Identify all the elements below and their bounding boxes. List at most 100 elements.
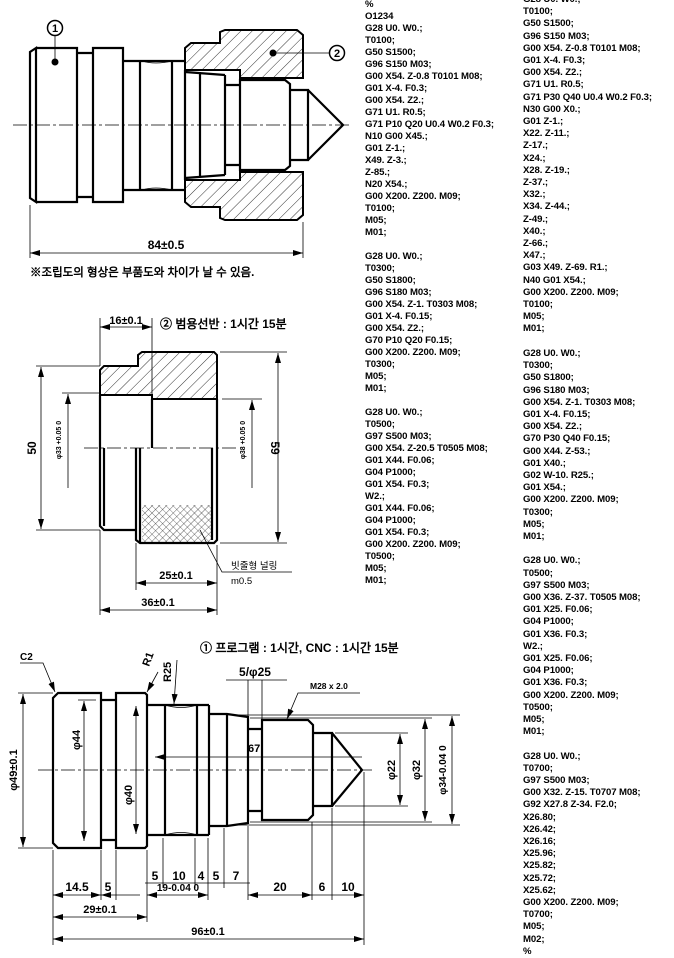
- program-line: G96 S180 M03;: [523, 384, 590, 396]
- program-line: G00 X54. Z2.;: [523, 421, 582, 433]
- program-line: X28. Z-19.;: [523, 164, 570, 176]
- program-line: G00 X200. Z200. M09;: [365, 347, 461, 358]
- program-line: G01 X54. F0.3;: [365, 479, 430, 490]
- program-line: X22. Z-11.;: [523, 128, 570, 140]
- program-line: M05;: [365, 215, 387, 226]
- program-line: G04 P1000;: [365, 515, 416, 526]
- knurl-label: 빗줄형 널링: [231, 560, 277, 572]
- program-line: G01 X44. F0.06;: [365, 455, 435, 466]
- program-line: M01;: [523, 726, 545, 738]
- program-line: T0500;: [365, 419, 395, 430]
- program-line: Z-66.;: [523, 238, 548, 250]
- dim-s5b: 5: [213, 869, 220, 883]
- program-line: O1234: [365, 11, 394, 22]
- program-line: Z-85.;: [365, 167, 390, 178]
- program-line: N10 G00 X45.;: [365, 131, 428, 142]
- program-line: G01 Z-1.;: [523, 116, 564, 128]
- program-line: T0300;: [365, 263, 395, 274]
- program-line: G02 W-10. R25.;: [523, 469, 594, 481]
- program-line: X34. Z-44.;: [523, 201, 570, 213]
- program-line: X49. Z-3.;: [365, 155, 407, 166]
- program-line: G01 X25. F0.06;: [523, 652, 593, 664]
- program-line: G97 S500 M03;: [523, 579, 590, 591]
- part2-dim-25: 25±0.1: [159, 570, 193, 582]
- program-line: G28 U0. W0.;: [523, 0, 652, 6]
- dim-l6: 6: [319, 880, 326, 894]
- program-line: G00 X200. Z200. M09;: [523, 689, 619, 701]
- program-line: G00 X54. Z-1. T0303 M08;: [523, 396, 636, 408]
- program-line: G00 X54. Z-0.8 T0101 M08;: [365, 71, 483, 82]
- dim-d34: φ34-0.04 0: [438, 745, 449, 795]
- part2-dim-16: 16±0.1: [109, 315, 143, 327]
- program-line: G92 X27.8 Z-34. F2.0;: [523, 799, 617, 811]
- program-line: G01 X54. F0.3;: [365, 527, 430, 538]
- program-line: M05;: [523, 518, 545, 530]
- program-line: G50 S1500;: [523, 18, 574, 30]
- program-line: T0300;: [523, 360, 553, 372]
- program-line: [523, 543, 652, 555]
- part2-dim-bore-33: φ33 +0.05 0: [56, 421, 63, 459]
- program-line: G71 U1. R0.5;: [523, 79, 584, 91]
- program-line: T0500;: [523, 567, 553, 579]
- program-line: M01;: [365, 575, 387, 586]
- program-line: G00 X200. Z200. M09;: [365, 191, 461, 202]
- program-line: G01 X44. F0.06;: [365, 503, 435, 514]
- program-line: G04 P1000;: [365, 467, 416, 478]
- program-line: G97 S500 M03;: [365, 431, 432, 442]
- dim-l14-5: 14.5: [65, 880, 89, 894]
- dim-67: 67: [248, 743, 260, 755]
- program-line: G01 X40.;: [523, 457, 566, 469]
- program-line: G00 X200. Z200. M09;: [365, 539, 461, 550]
- groove-spec: 5/φ25: [239, 665, 271, 679]
- program-line: G28 U0. W0.;: [523, 347, 581, 359]
- program-line: G01 X54.;: [523, 482, 566, 494]
- program-line: X25.72;: [523, 872, 556, 884]
- program-line: G50 S1800;: [365, 275, 416, 286]
- knurl-module: m0.5: [231, 576, 252, 587]
- chamfer-label: C2: [20, 652, 33, 663]
- program-line: X26.42;: [523, 823, 556, 835]
- dim-s10: 10: [172, 869, 186, 883]
- program-line: G00 X54. Z2.;: [523, 67, 582, 79]
- program-line: M05;: [365, 371, 387, 382]
- program-line: W2.;: [365, 491, 385, 502]
- program-line: G96 S180 M03;: [365, 287, 432, 298]
- program-line: G00 X44. Z-53.;: [523, 445, 591, 457]
- program-line: X26.80;: [523, 811, 556, 823]
- assembly-length-dim: 84±0.5: [148, 238, 185, 252]
- program-line: G96 S150 M03;: [523, 30, 590, 42]
- program-line: T0500;: [365, 551, 395, 562]
- balloon-1-label: 1: [52, 23, 58, 35]
- program-line: M05;: [523, 311, 545, 323]
- program-line: G97 S500 M03;: [523, 775, 590, 786]
- program-line: G01 X36. F0.3;: [523, 677, 588, 689]
- part2-dim-36: 36±0.1: [141, 597, 175, 609]
- dim-d49: φ49±0.1: [8, 749, 20, 790]
- program-line: G00 X200. Z200. M09;: [523, 897, 619, 909]
- program-line: M01;: [523, 323, 545, 335]
- program-line: %: [365, 0, 374, 10]
- dim-l20: 20: [273, 880, 287, 894]
- program-line: M02;: [523, 933, 545, 945]
- program-line: [523, 738, 652, 750]
- program-line: G01 X-4. F0.15;: [365, 311, 433, 322]
- dim-s4: 4: [198, 869, 205, 883]
- part2-title: ② 범용선반 : 1시간 15분: [160, 316, 287, 331]
- part2-dim-bore-38: φ38 +0.05 0: [240, 421, 247, 459]
- program-line: G28 U0. W0.;: [365, 407, 423, 418]
- program-line: X25.96;: [523, 848, 556, 860]
- program-line: G01 X36. F0.3;: [523, 628, 588, 640]
- dim-d40: φ40: [123, 785, 135, 805]
- program-line: G03 X49. Z-69. R1.;: [523, 262, 608, 274]
- program-line: X24.;: [523, 152, 546, 164]
- assembly-note: ※조립도의 형상은 부품도와 차이가 날 수 있음.: [30, 265, 254, 279]
- program-line: G00 X54. Z-0.8 T0101 M08;: [523, 42, 641, 54]
- balloon-1: [46, 19, 64, 37]
- program-line: [365, 239, 494, 251]
- part2-dim-59: 59: [268, 441, 282, 455]
- program-line: T0100;: [365, 203, 395, 214]
- program-line: G00 X54. Z-20.5 T0505 M08;: [365, 443, 488, 454]
- program-line: M05;: [365, 563, 387, 574]
- dim-d22: φ22: [386, 760, 398, 780]
